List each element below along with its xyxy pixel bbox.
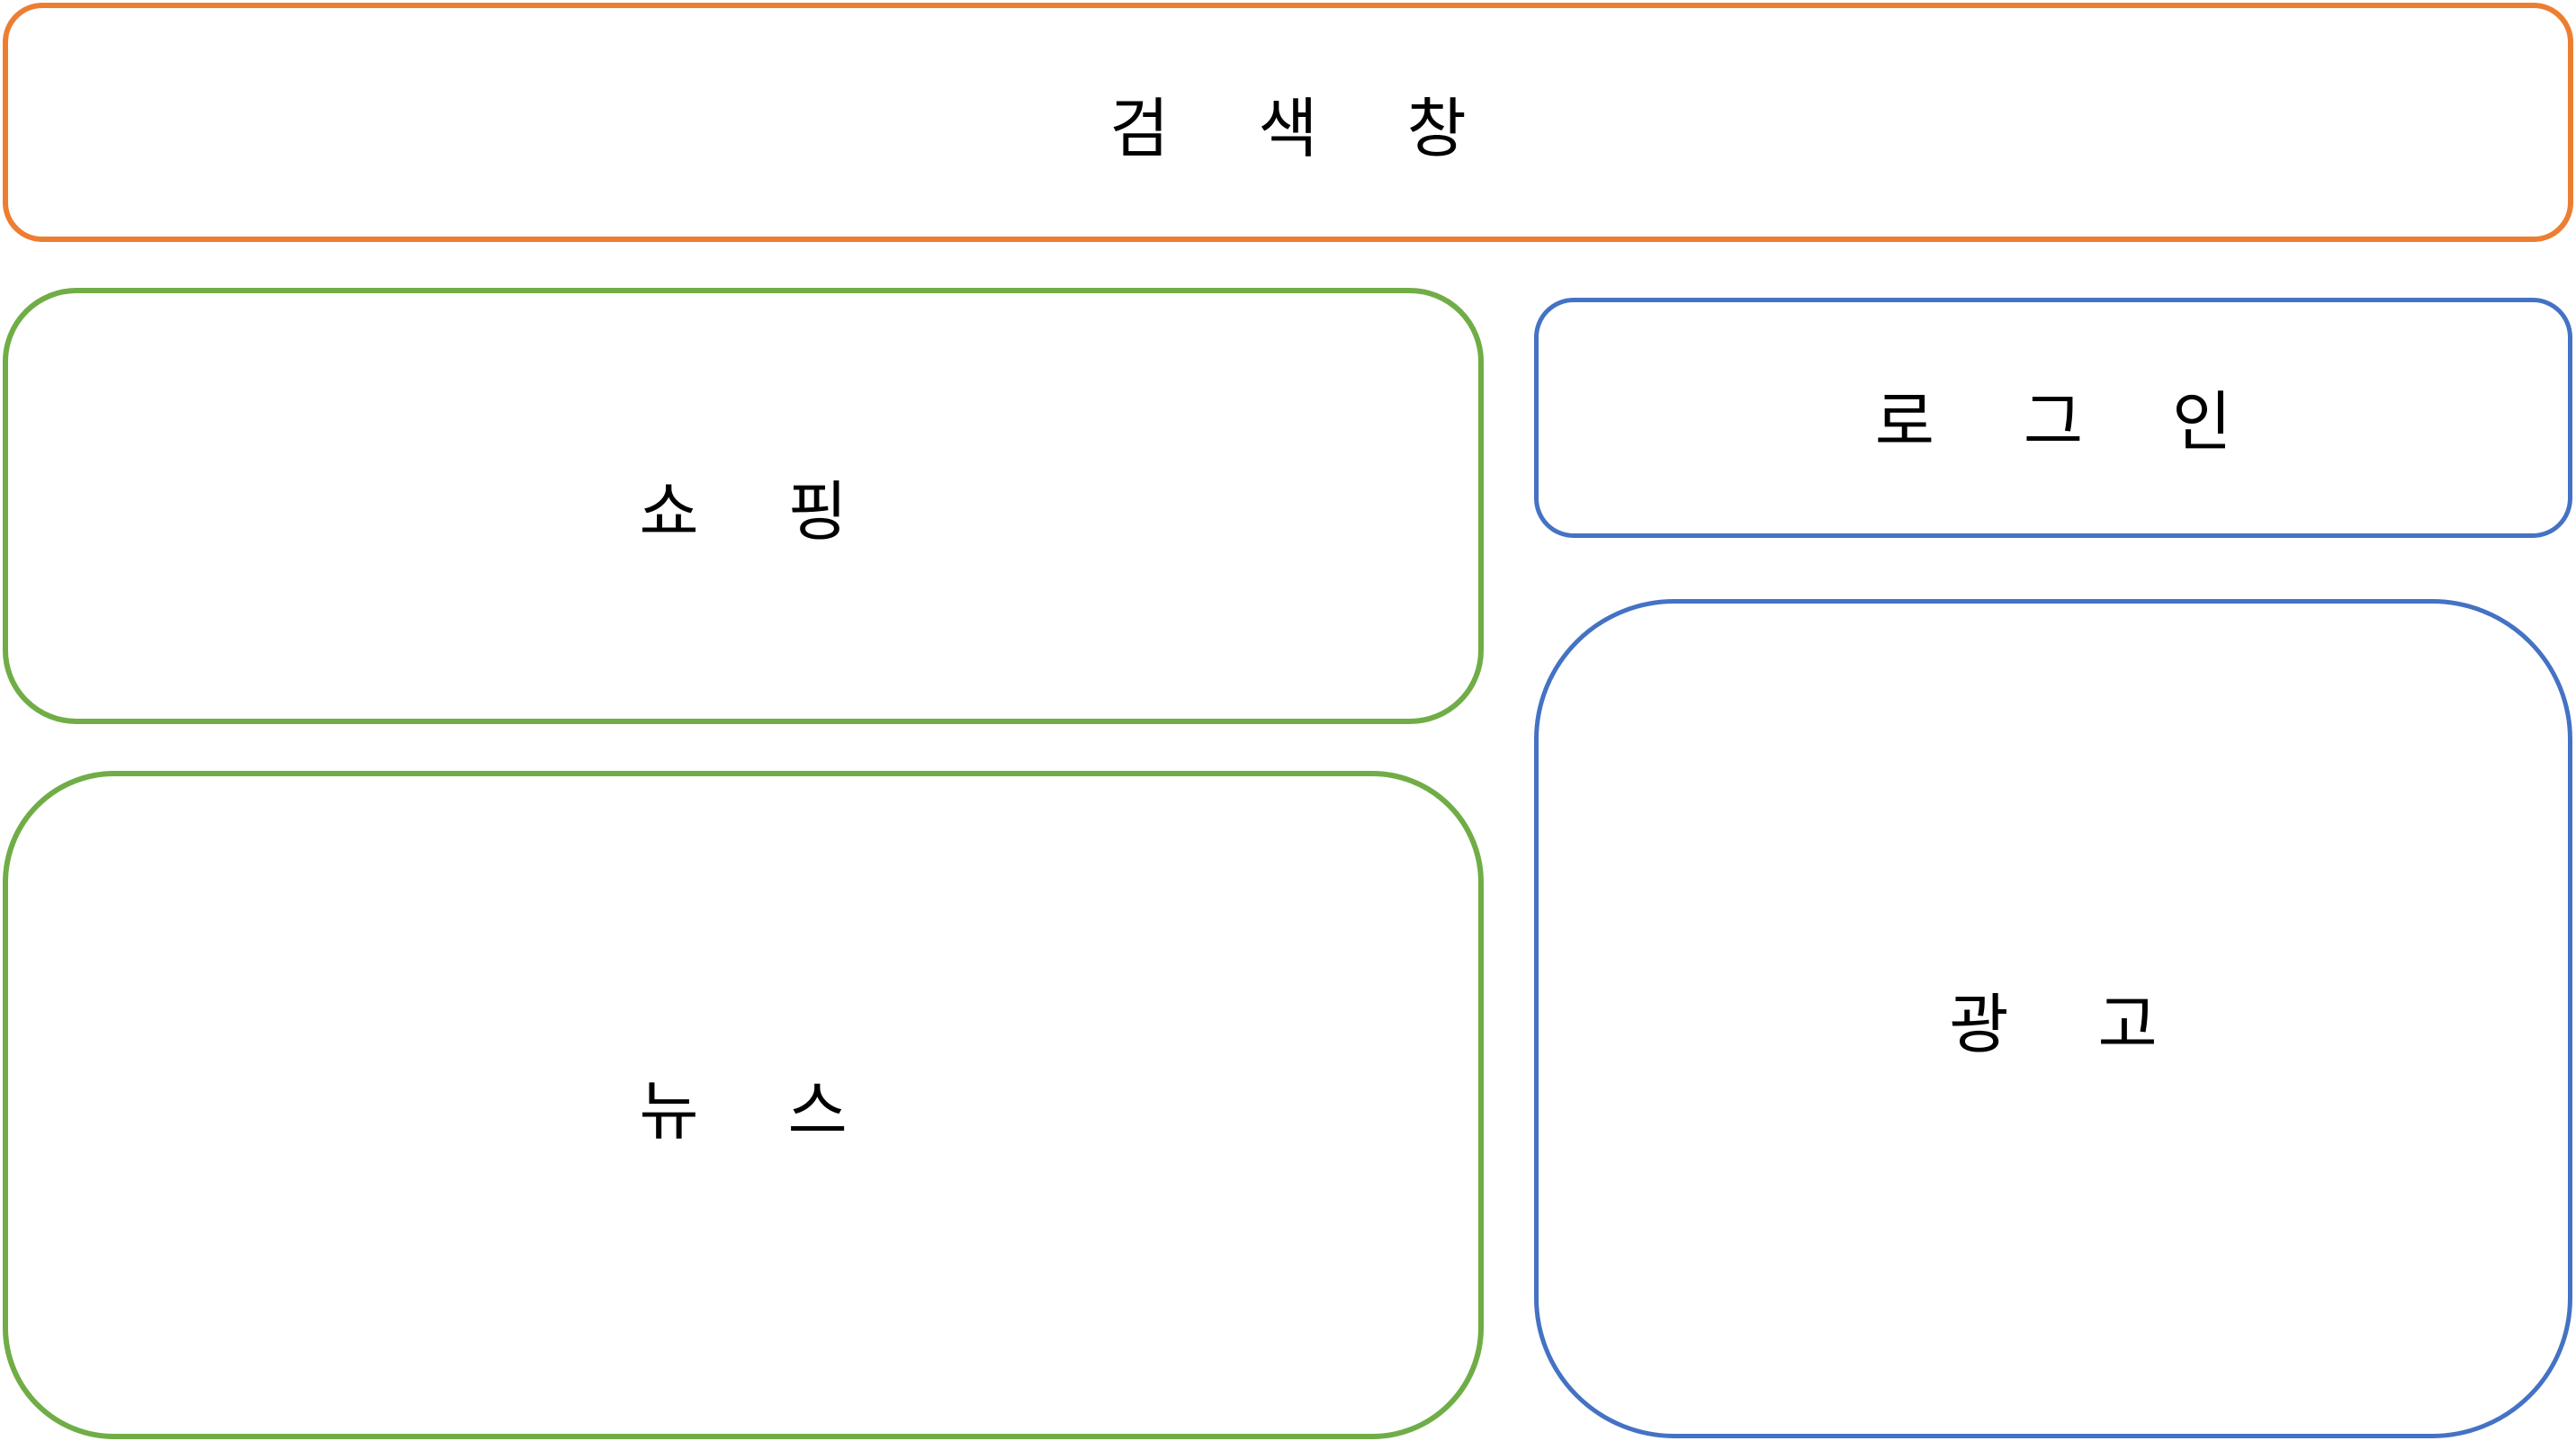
- news-label: 뉴 스: [639, 1073, 882, 1149]
- shopping-label: 쇼 핑: [639, 474, 882, 550]
- shopping-box: 쇼 핑: [3, 288, 1484, 724]
- search-bar-box: 검 색 창: [3, 3, 2573, 242]
- news-box: 뉴 스: [3, 771, 1484, 1439]
- login-box: 로 그 인: [1534, 298, 2572, 538]
- advertisement-box: 광 고: [1534, 599, 2572, 1438]
- login-label: 로 그 인: [1874, 384, 2266, 460]
- search-bar-label: 검 색 창: [1109, 90, 1501, 166]
- advertisement-label: 광 고: [1949, 987, 2192, 1062]
